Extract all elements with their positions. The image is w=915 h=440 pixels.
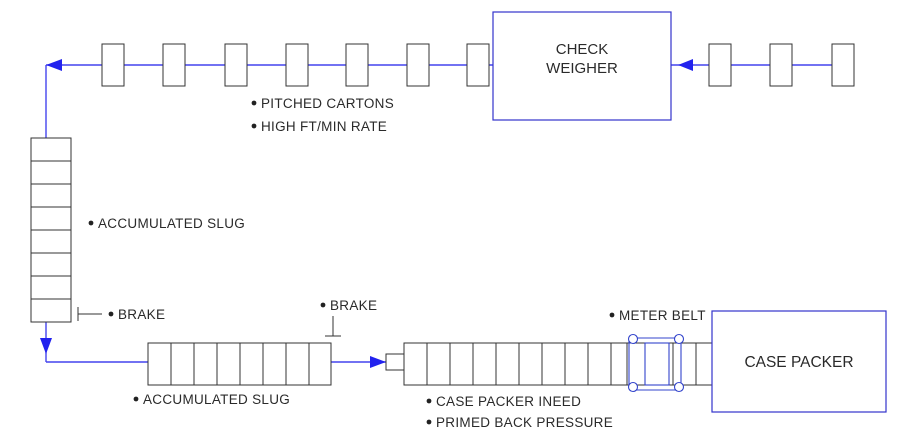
carton xyxy=(406,43,430,87)
bullet-icon xyxy=(609,312,615,318)
pitched-cartons-row xyxy=(101,43,490,87)
bullet-icon xyxy=(251,100,257,106)
upstream-cartons xyxy=(708,43,855,87)
arrow-into-infeed-icon xyxy=(370,356,386,368)
case-packer-box: CASE PACKER xyxy=(711,310,887,413)
label-meter-belt: METER BELT xyxy=(619,308,706,323)
label-infeed: CASE PACKER INEED xyxy=(436,394,581,409)
bullet-icon xyxy=(133,396,139,402)
carton xyxy=(831,43,855,87)
check-weigher-label-line2: WEIGHER xyxy=(546,60,618,77)
case-packer-label: CASE PACKER xyxy=(744,354,853,371)
label-accumulated-slug-bottom: ACCUMULATED SLUG xyxy=(143,392,290,407)
bullet-icon xyxy=(426,419,432,425)
vertical-accumulated-slug xyxy=(30,137,72,323)
bullet-icon xyxy=(320,302,326,308)
bullet-icon xyxy=(426,398,432,404)
label-accumulated-slug-vertical: ACCUMULATED SLUG xyxy=(98,216,245,231)
carton xyxy=(285,43,309,87)
carton xyxy=(162,43,186,87)
meter-belt xyxy=(627,333,685,393)
carton xyxy=(769,43,793,87)
carton xyxy=(708,43,732,87)
bullet-icon xyxy=(251,123,257,129)
bottom-accumulated-slug xyxy=(147,342,332,386)
check-weigher-box: CHECK WEIGHER xyxy=(492,11,672,121)
carton xyxy=(224,43,248,87)
label-pitched-cartons: PITCHED CARTONS xyxy=(261,96,394,111)
brake-bottom-symbol xyxy=(325,316,341,337)
annotations: PITCHED CARTONS HIGH FT/MIN RATE ACCUMUL… xyxy=(88,96,706,430)
bullet-icon xyxy=(88,220,94,226)
label-brake-left: BRAKE xyxy=(118,307,165,322)
label-primed: PRIMED BACK PRESSURE xyxy=(436,415,613,430)
arrow-down-icon xyxy=(40,338,52,354)
brake-left-symbol xyxy=(77,307,102,321)
bullet-icon xyxy=(108,311,114,317)
label-brake-bottom: BRAKE xyxy=(330,298,377,313)
carton xyxy=(345,43,369,87)
carton xyxy=(466,43,490,87)
label-high-rate: HIGH FT/MIN RATE xyxy=(261,119,387,134)
arrow-into-weigher-icon xyxy=(678,59,693,71)
arrow-left-corner-icon xyxy=(46,59,62,71)
check-weigher-label-line1: CHECK xyxy=(556,41,609,58)
carton xyxy=(101,43,125,87)
